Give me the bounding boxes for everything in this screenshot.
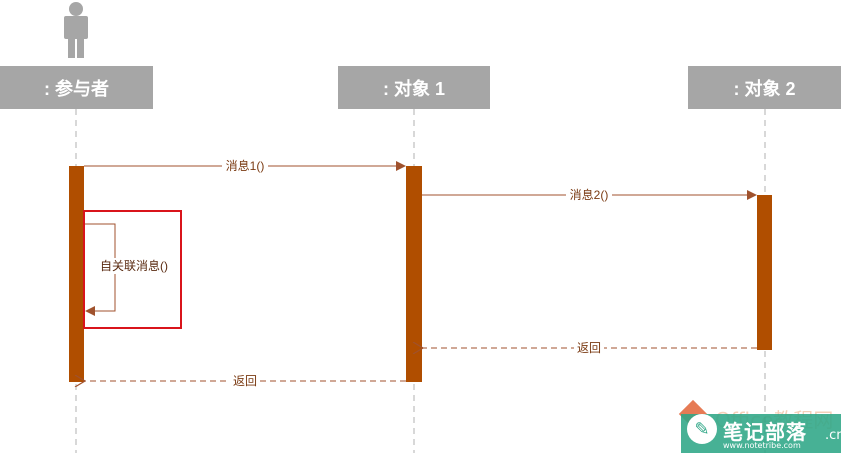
return-2-label: 返回 — [577, 341, 601, 355]
self-message-label: 自关联消息() — [100, 258, 168, 273]
activation-object1 — [406, 166, 422, 382]
lifeline-header-object2-label: : 对象 2 — [733, 78, 796, 99]
lifeline-header-object1-label: : 对象 1 — [382, 78, 445, 99]
watermark-url: www.notetribe.com — [723, 441, 801, 450]
lifeline-header-actor-label: : 参与者 — [44, 78, 109, 99]
watermark: Office教程网 ✎ 笔记部落 .cn www.notetribe.com — [678, 399, 841, 453]
actor-icon — [64, 2, 88, 58]
lifeline-header-object2: : 对象 2 — [688, 66, 841, 109]
message-1-label: 消息1() — [226, 158, 265, 173]
watermark-brand: 笔记部落 — [723, 420, 807, 444]
message-2-label: 消息2() — [570, 187, 609, 202]
watermark-suffix: .cn — [825, 428, 841, 443]
activation-object2 — [757, 195, 772, 350]
pen-icon: ✎ — [687, 414, 717, 444]
lifeline-header-object1: : 对象 1 — [338, 66, 490, 109]
self-message-highlight-box — [83, 210, 182, 329]
activation-actor — [69, 166, 84, 382]
return-1-label: 返回 — [233, 374, 257, 388]
lifeline-header-actor: : 参与者 — [0, 66, 153, 109]
